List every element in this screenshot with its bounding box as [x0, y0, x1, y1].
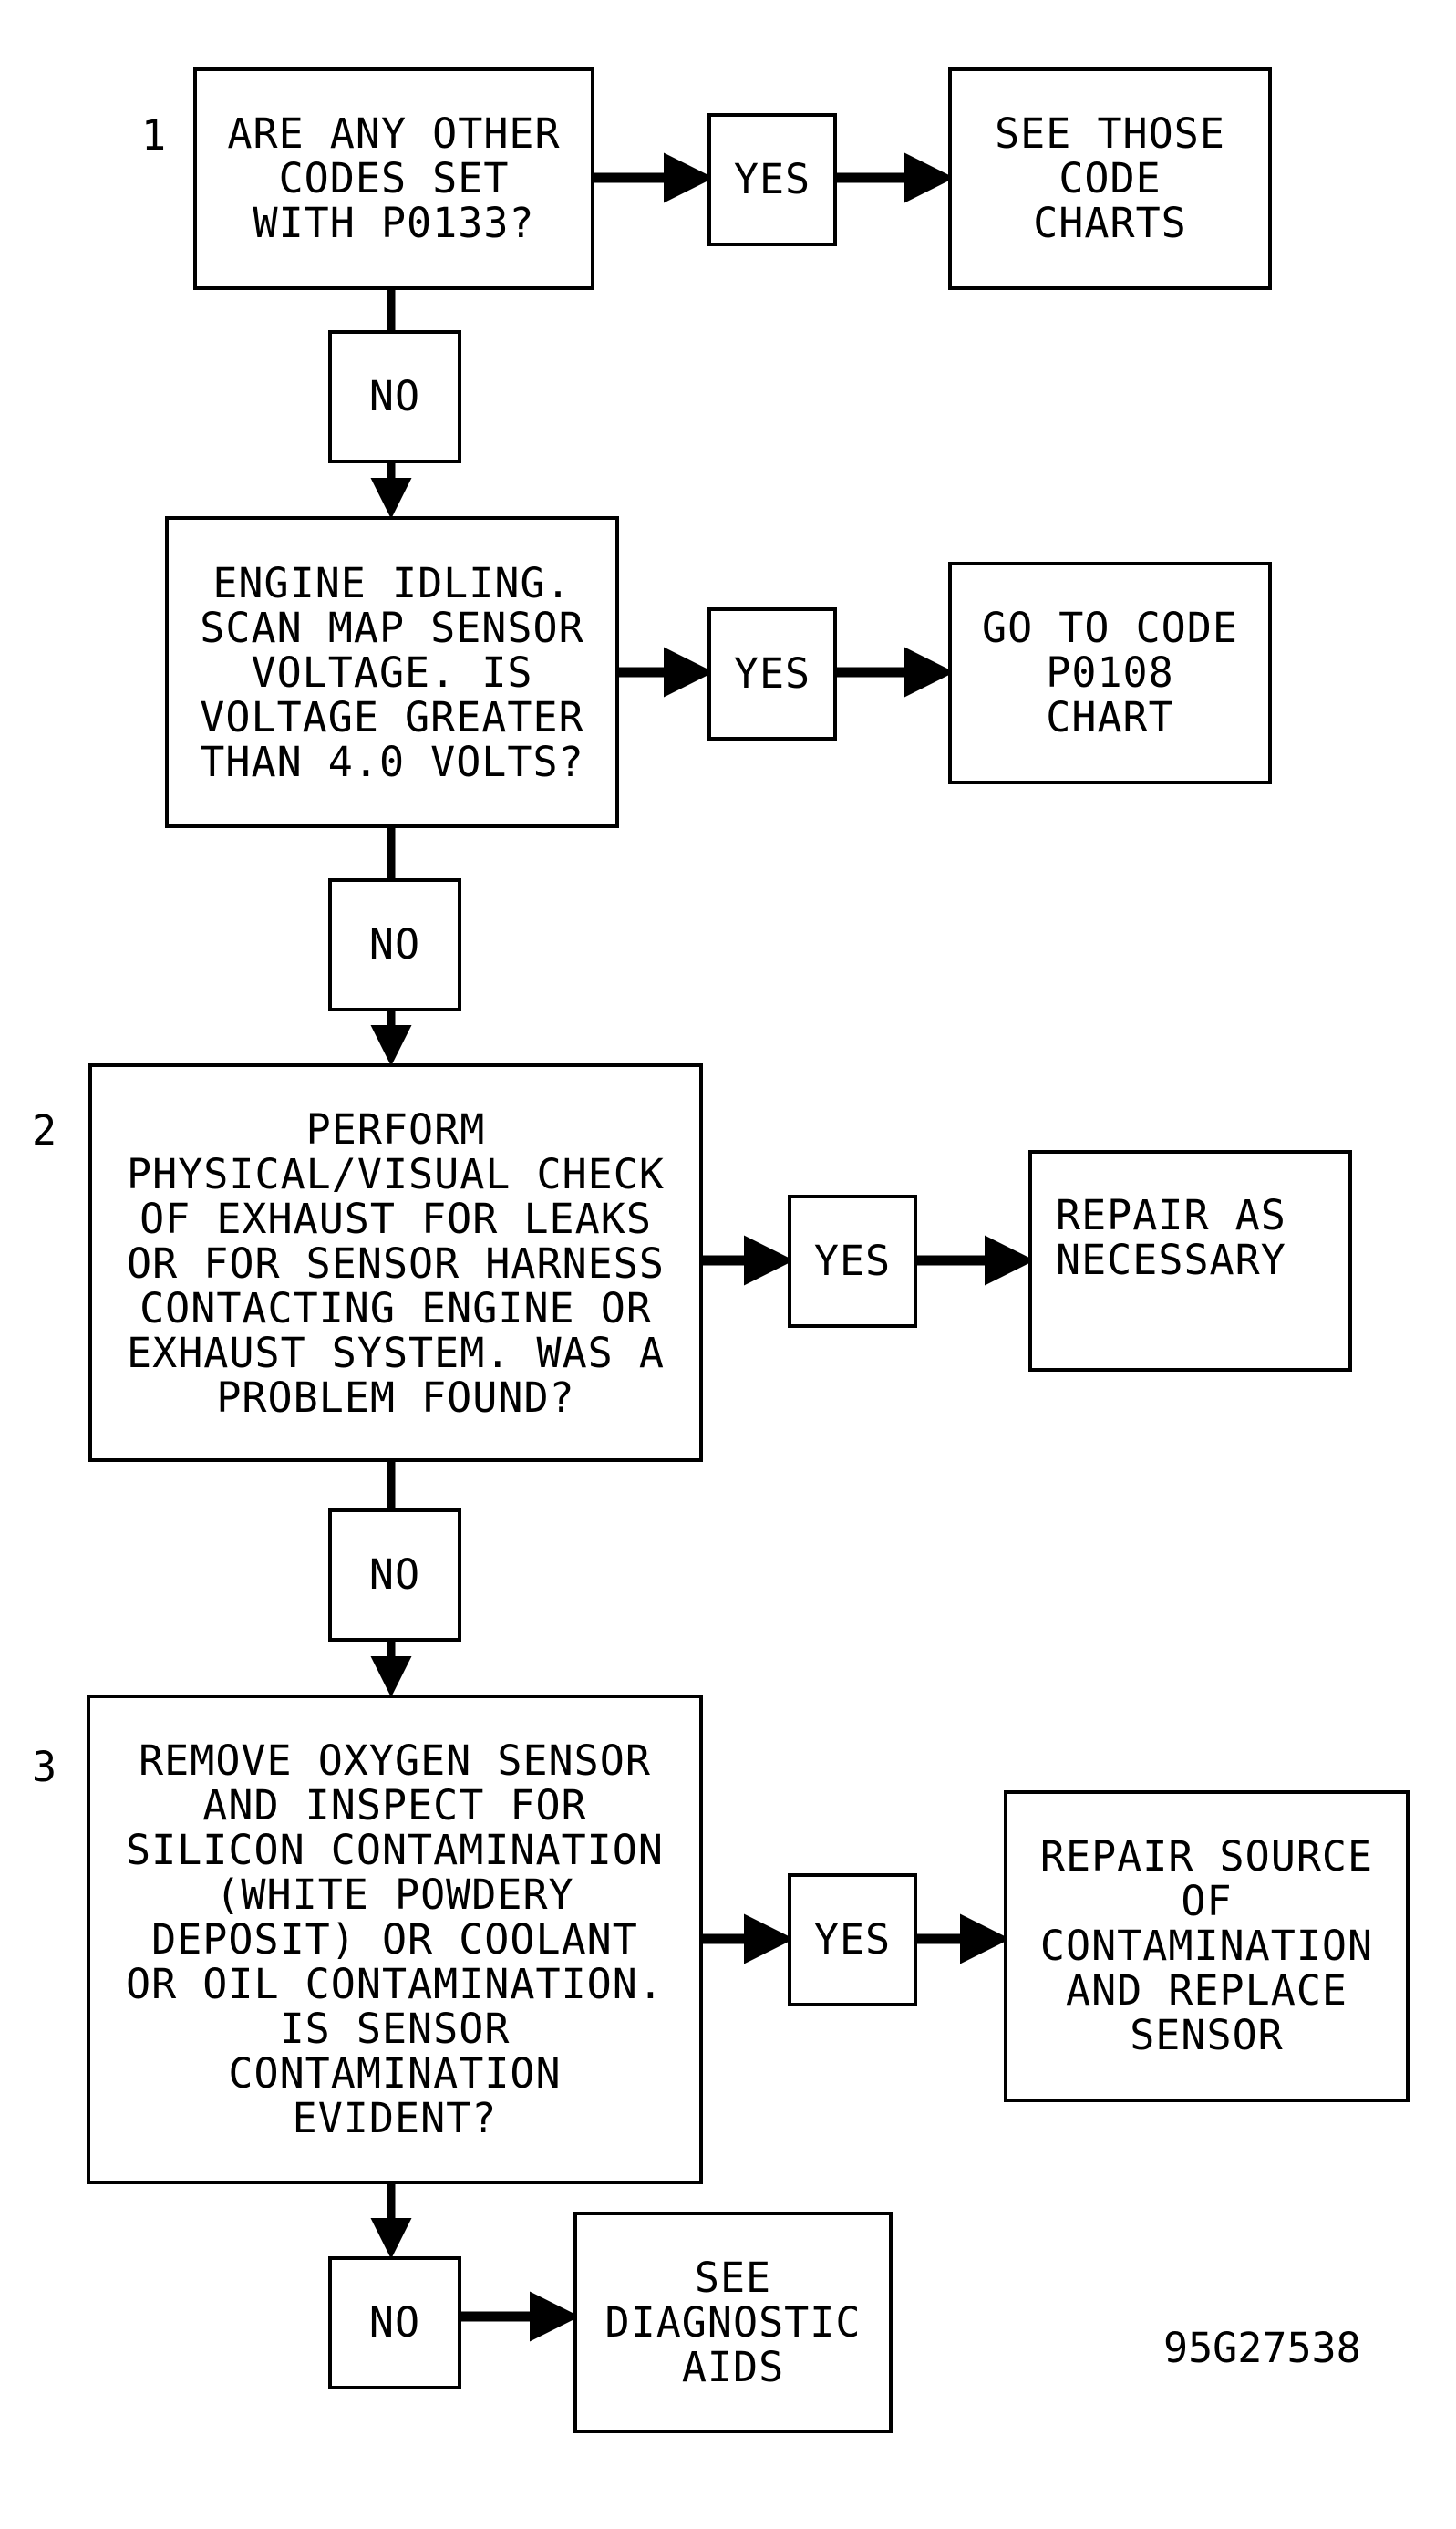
decision-box-4: REMOVE OXYGEN SENSOR AND INSPECT FOR SIL… — [87, 1695, 703, 2184]
action-text-3: REPAIR AS NECESSARY — [1056, 1191, 1286, 1284]
yes-box-3: YES — [788, 1195, 917, 1328]
decision-text-1: ARE ANY OTHER CODES SET WITH P0133? — [227, 109, 561, 247]
decision-text-2: ENGINE IDLING. SCAN MAP SENSOR VOLTAGE. … — [200, 559, 584, 786]
step-number-2: 2 — [32, 1106, 57, 1155]
yes-label-4: YES — [813, 1915, 892, 1964]
final-action-text: SEE DIAGNOSTIC AIDS — [604, 2254, 862, 2391]
no-label-4: NO — [368, 2298, 421, 2347]
action-text-1: SEE THOSE CODE CHARTS — [995, 109, 1225, 247]
no-label-1: NO — [368, 372, 421, 420]
action-text-4: REPAIR SOURCE OF CONTAMINATION AND REPLA… — [1039, 1832, 1374, 2059]
step-number-3: 3 — [32, 1743, 57, 1791]
no-box-4: NO — [328, 2256, 461, 2389]
decision-box-1: ARE ANY OTHER CODES SET WITH P0133? — [193, 67, 594, 290]
yes-box-2: YES — [707, 607, 837, 741]
no-box-2: NO — [328, 878, 461, 1011]
no-label-2: NO — [368, 920, 421, 969]
final-action-box: SEE DIAGNOSTIC AIDS — [573, 2212, 893, 2433]
no-box-1: NO — [328, 330, 461, 463]
action-box-1: SEE THOSE CODE CHARTS — [948, 67, 1272, 290]
no-box-3: NO — [328, 1508, 461, 1642]
decision-box-2: ENGINE IDLING. SCAN MAP SENSOR VOLTAGE. … — [165, 516, 619, 828]
yes-label-2: YES — [733, 649, 811, 698]
action-box-4: REPAIR SOURCE OF CONTAMINATION AND REPLA… — [1004, 1790, 1410, 2102]
decision-box-3: PERFORM PHYSICAL/VISUAL CHECK OF EXHAUST… — [88, 1063, 703, 1462]
action-box-2: GO TO CODE P0108 CHART — [948, 562, 1272, 784]
action-box-3: REPAIR AS NECESSARY — [1028, 1150, 1352, 1372]
yes-box-1: YES — [707, 113, 837, 246]
action-text-2: GO TO CODE P0108 CHART — [982, 604, 1238, 741]
yes-box-4: YES — [788, 1873, 917, 2006]
yes-label-3: YES — [813, 1237, 892, 1285]
no-label-3: NO — [368, 1550, 421, 1599]
figure-id: 95G27538 — [1163, 2324, 1361, 2372]
step-number-1: 1 — [141, 111, 167, 160]
yes-label-1: YES — [733, 155, 811, 203]
decision-text-3: PERFORM PHYSICAL/VISUAL CHECK OF EXHAUST… — [127, 1105, 665, 1422]
decision-text-4: REMOVE OXYGEN SENSOR AND INSPECT FOR SIL… — [126, 1736, 664, 2142]
